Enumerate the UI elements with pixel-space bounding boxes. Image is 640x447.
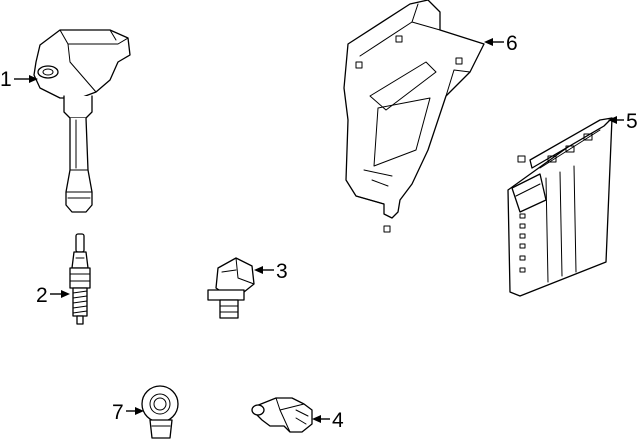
ignition-coil-icon[interactable] (33, 29, 131, 213)
crankshaft-position-sensor-icon[interactable] (251, 397, 313, 433)
camshaft-position-sensor-icon[interactable] (207, 257, 255, 319)
callout-7[interactable]: 7 (112, 401, 144, 424)
callout-number-7: 7 (112, 401, 124, 424)
callout-6[interactable]: 6 (484, 32, 518, 55)
callout-5[interactable]: 5 (608, 110, 638, 133)
callout-number-2: 2 (36, 284, 48, 307)
callout-3[interactable]: 3 (254, 260, 288, 283)
callout-number-4: 4 (332, 409, 344, 432)
callout-1[interactable]: 1 (0, 68, 38, 91)
callout-number-5: 5 (626, 110, 638, 133)
callout-4[interactable]: 4 (312, 409, 344, 432)
callout-2[interactable]: 2 (36, 284, 70, 307)
spark-plug-icon[interactable] (69, 233, 91, 325)
callout-number-3: 3 (276, 260, 288, 283)
engine-control-module-icon[interactable] (507, 117, 613, 297)
callout-number-1: 1 (0, 68, 12, 91)
callout-number-6: 6 (506, 32, 518, 55)
ecm-bracket-icon[interactable] (343, 0, 485, 233)
knock-sensor-icon[interactable] (141, 385, 179, 439)
